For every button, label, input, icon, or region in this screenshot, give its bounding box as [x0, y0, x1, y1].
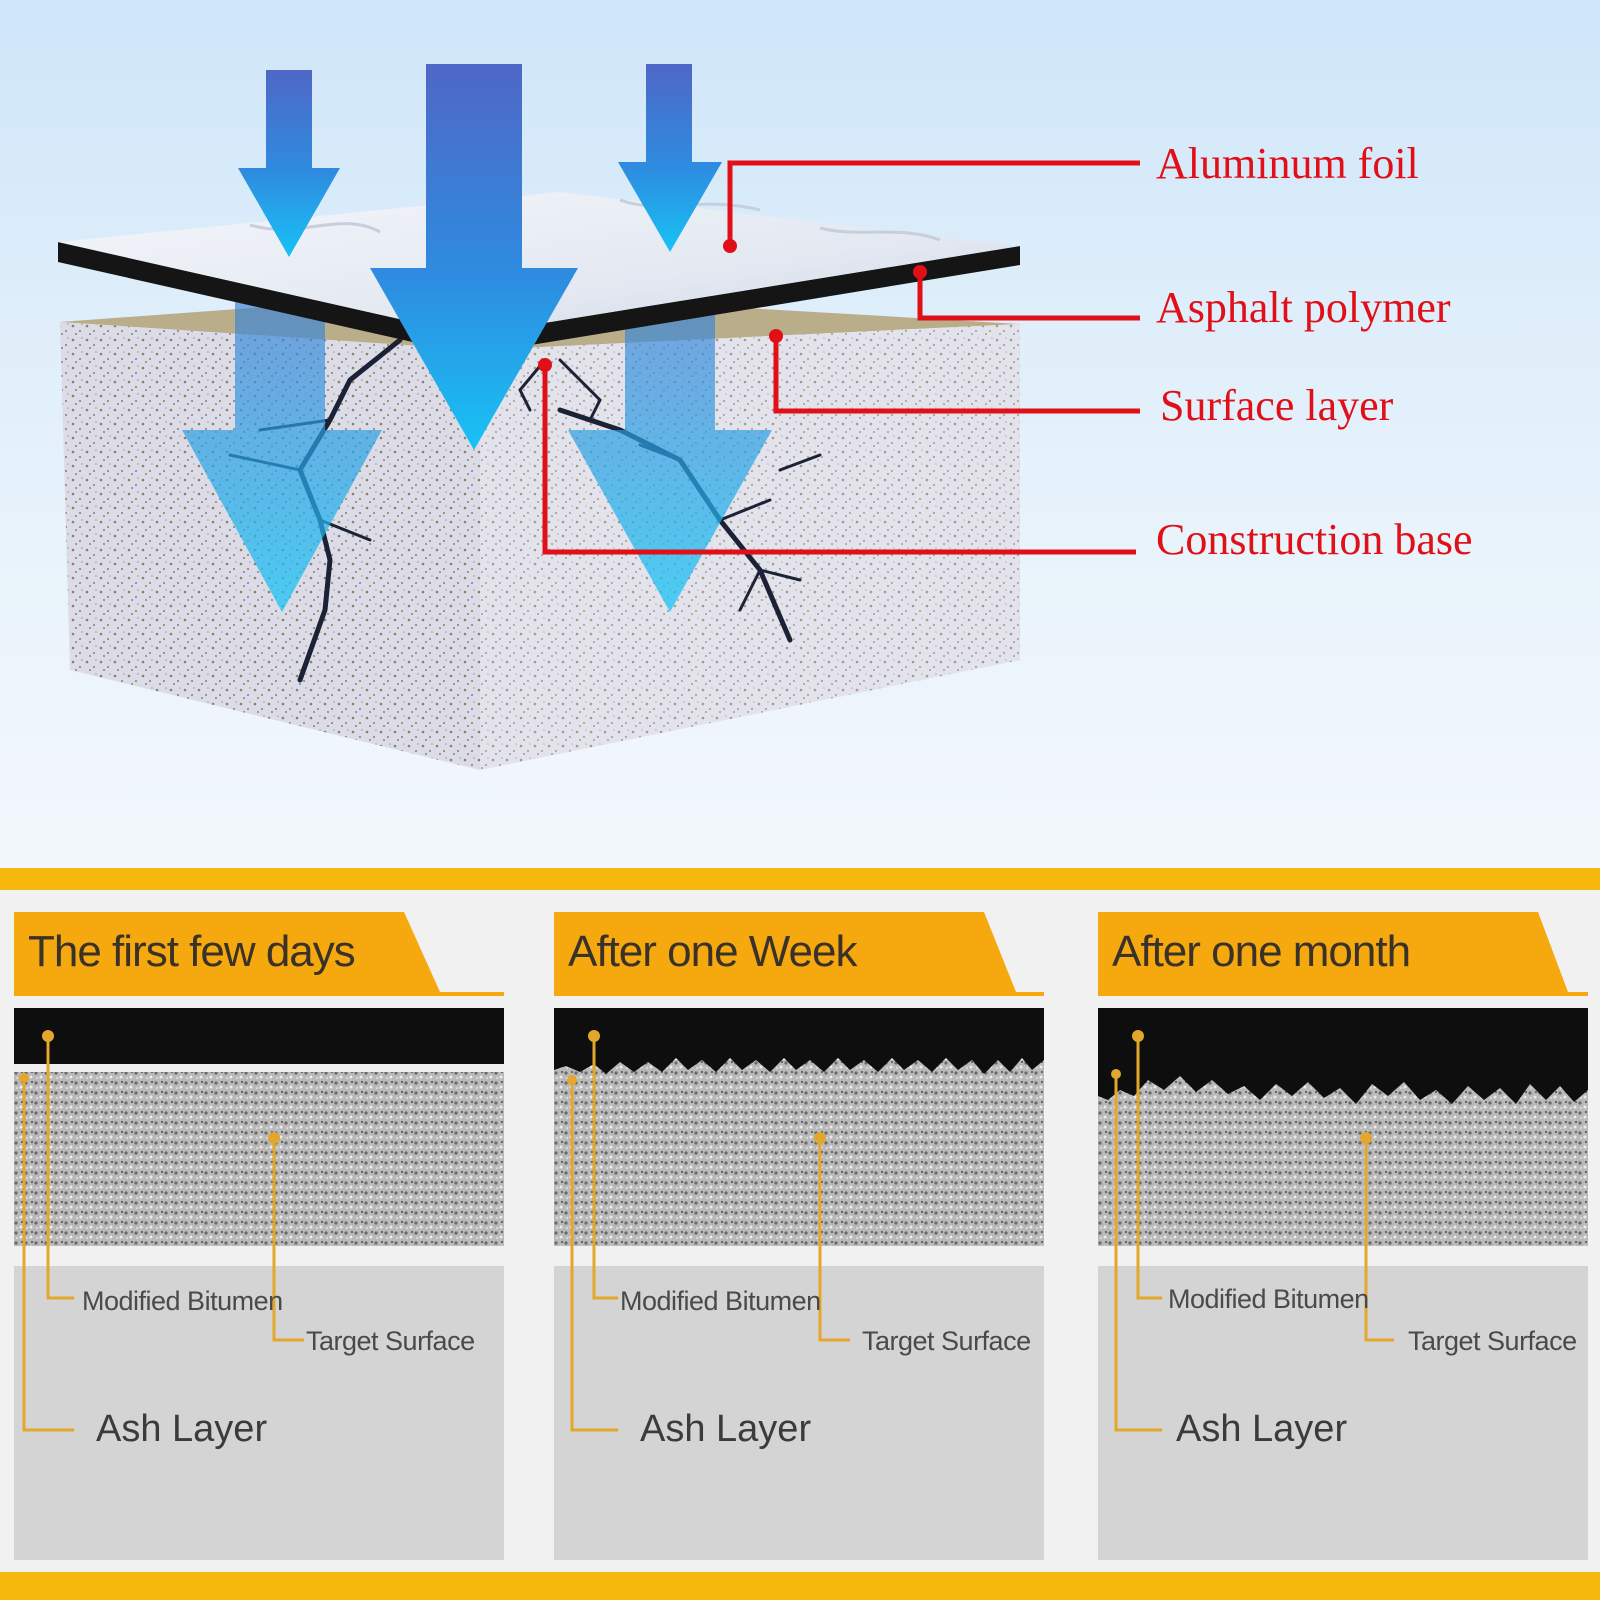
label-target-surface: Target Surface [306, 1326, 475, 1356]
layer-cross-section [1098, 1008, 1588, 1432]
label-modified-bitumen: Modified Bitumen [620, 1286, 821, 1316]
panel-first-few-days: The first few days Modified Bitumen Targ… [14, 906, 504, 1560]
callout-surface-layer: Surface layer [1160, 381, 1394, 430]
water-arrows-upper [238, 64, 722, 450]
panel-title: The first few days [28, 927, 356, 976]
leader-aluminum-foil [727, 160, 1140, 246]
modified-bitumen-layer [14, 1008, 504, 1064]
callout-construction-base: Construction base [1156, 515, 1473, 564]
arrow-right-lower [568, 300, 772, 612]
target-surface-layer [1098, 1070, 1588, 1246]
panel-after-one-month: After one month Modified Bitumen Target … [1098, 906, 1588, 1560]
panel-banner: After one Week [554, 906, 1044, 998]
leader-construction-base [542, 365, 1136, 555]
arrow-left-lower [182, 300, 382, 612]
arrow-center [370, 64, 578, 450]
ash-layer-region [1098, 1266, 1588, 1560]
label-ash-layer: Ash Layer [96, 1408, 268, 1450]
callout-leaders [542, 160, 1140, 555]
divider-stripe-top [0, 868, 1600, 890]
callout-dots [538, 239, 927, 372]
label-modified-bitumen: Modified Bitumen [82, 1286, 283, 1316]
ash-layer-region [14, 1266, 504, 1560]
divider-stripe-bottom [0, 1572, 1600, 1600]
modified-bitumen-layer [1098, 1008, 1588, 1104]
arrow-left [238, 70, 340, 257]
layer-cross-section [554, 1008, 1044, 1432]
label-target-surface: Target Surface [862, 1326, 1031, 1356]
panel-title: After one month [1112, 927, 1411, 976]
panel-banner: The first few days [14, 906, 504, 998]
layer-cross-section [14, 1008, 504, 1432]
panel-title: After one Week [568, 927, 857, 976]
label-ash-layer: Ash Layer [1176, 1408, 1348, 1450]
label-target-surface: Target Surface [1408, 1326, 1577, 1356]
top-diagram-section: Aluminum foil Asphalt polymer Surface la… [0, 0, 1600, 868]
ash-layer-region [554, 1266, 1044, 1560]
leader-asphalt-polymer [917, 272, 1140, 321]
panel-after-one-week: After one Week Modified Bitumen Target S… [554, 906, 1044, 1560]
label-ash-layer: Ash Layer [640, 1408, 812, 1450]
callout-asphalt-polymer: Asphalt polymer [1156, 283, 1451, 332]
water-arrows-lower [182, 300, 772, 612]
target-surface-layer [14, 1072, 504, 1246]
membrane-cross-section-illustration [58, 64, 1140, 770]
arrow-right [618, 64, 722, 252]
label-modified-bitumen: Modified Bitumen [1168, 1284, 1369, 1314]
modified-bitumen-layer [554, 1008, 1044, 1074]
panel-banner: After one month [1098, 906, 1588, 998]
callout-aluminum-foil: Aluminum foil [1156, 139, 1419, 188]
leader-surface-layer [773, 336, 1140, 414]
target-surface-layer [554, 1060, 1044, 1246]
